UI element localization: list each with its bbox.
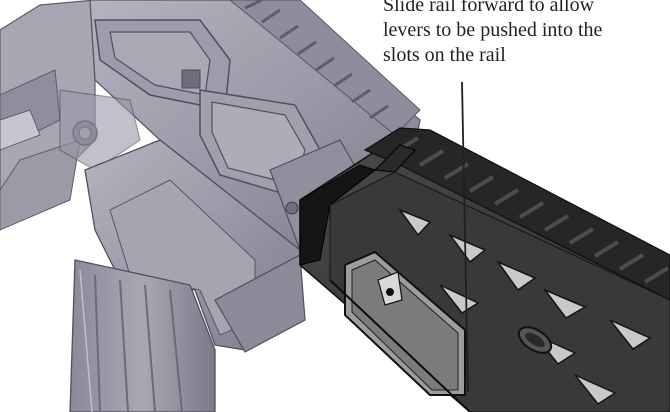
callout-line-2: levers to be pushed into the xyxy=(383,19,603,41)
lever-window xyxy=(344,250,466,396)
magazine-drawing xyxy=(69,139,306,412)
callout-text: Slide rail forward to allow levers to be… xyxy=(383,0,670,68)
callout-line-3: slots on the rail xyxy=(383,44,506,66)
leader-line xyxy=(461,81,469,393)
handguard-rail-drawing xyxy=(299,127,670,412)
receiver-top-rail xyxy=(229,0,421,136)
callout-line-1: Slide rail forward to allow xyxy=(383,0,595,16)
